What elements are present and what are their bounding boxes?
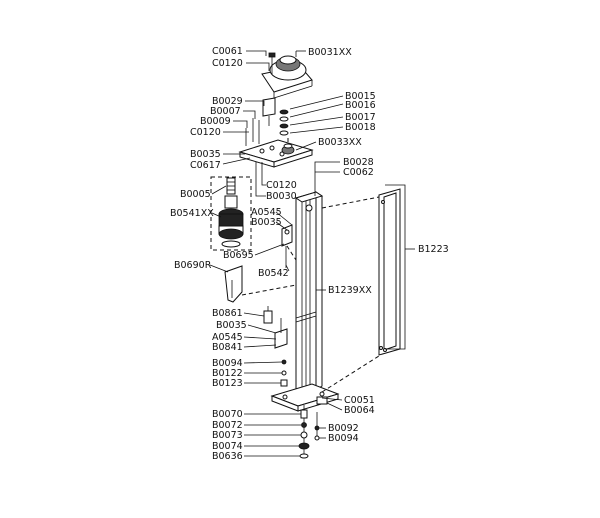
label-b0072: B0072 [212, 420, 243, 431]
bottom-hardware-stack [298, 405, 310, 459]
label-c0062: C0062 [343, 167, 374, 178]
label-b0007: B0007 [210, 106, 241, 117]
label-b0017: B0017 [345, 112, 376, 123]
label-b0018: B0018 [345, 122, 376, 133]
label-b0030: B0030 [266, 191, 297, 202]
label-b0541xx: B0541XX [170, 208, 214, 219]
label-b0094: B0094 [212, 358, 243, 369]
top-plate-b0033xx [238, 139, 314, 168]
column-b1239xx [294, 191, 324, 397]
label-b0636: B0636 [212, 451, 243, 462]
label-a0545-b: A0545 [212, 332, 243, 343]
bracket-b0029 [262, 97, 276, 126]
label-b0841: B0841 [212, 342, 243, 353]
label-b0094-b: B0094 [328, 433, 359, 444]
label-b0035-b: B0035 [251, 217, 282, 228]
label-b0690r: B0690R [174, 260, 212, 271]
label-b0015: B0015 [345, 91, 376, 102]
label-c0120-b: C0120 [190, 127, 221, 138]
label-b0092: B0092 [328, 423, 359, 434]
label-b0005: B0005 [180, 189, 211, 200]
part-labels: B0031XX C0061 C0120 B0029 B0007 B0009 C0… [170, 46, 449, 462]
bracket-b0695 [281, 224, 293, 268]
label-b0009: B0009 [200, 116, 231, 127]
label-b0123: B0123 [212, 378, 243, 389]
label-c0120: C0120 [212, 58, 243, 69]
bracket-b0841 [274, 318, 288, 349]
label-b1223: B1223 [418, 244, 449, 255]
label-c0120-c: C0120 [266, 180, 297, 191]
b1223-bracket [385, 184, 415, 350]
label-b1239xx: B1239XX [328, 285, 372, 296]
label-b0070: B0070 [212, 409, 243, 420]
motor-b0541xx [210, 176, 252, 251]
top-pulley-assembly [261, 55, 313, 99]
label-b0122: B0122 [212, 368, 243, 379]
label-b0035: B0035 [190, 149, 221, 160]
washer-stack [279, 109, 289, 136]
alignment-lines [241, 138, 380, 393]
label-b0029: B0029 [212, 96, 243, 107]
switch-b0861 [263, 306, 273, 324]
label-a0545: A0545 [251, 207, 282, 218]
label-b0064: B0064 [344, 405, 375, 416]
label-c0061: C0061 [212, 46, 243, 57]
label-b0031xx: B0031XX [308, 47, 352, 58]
leader-lines [209, 50, 344, 457]
label-b0074: B0074 [212, 441, 243, 452]
label-b0542: B0542 [258, 268, 289, 279]
label-b0073: B0073 [212, 430, 243, 441]
label-b0016: B0016 [345, 100, 376, 111]
label-b0861: B0861 [212, 308, 243, 319]
right-fasteners-b0092 [314, 412, 320, 441]
label-c0617: C0617 [190, 160, 221, 171]
pins-b0007 [245, 118, 260, 146]
part-b0690r [224, 265, 243, 303]
label-b0028: B0028 [343, 157, 374, 168]
label-b0035-c: B0035 [216, 320, 247, 331]
label-c0051: C0051 [344, 395, 375, 406]
label-b0033xx: B0033XX [318, 137, 362, 148]
screw-c0061 [268, 52, 276, 74]
label-b0695: B0695 [223, 250, 254, 261]
panel-b1223 [378, 188, 401, 356]
